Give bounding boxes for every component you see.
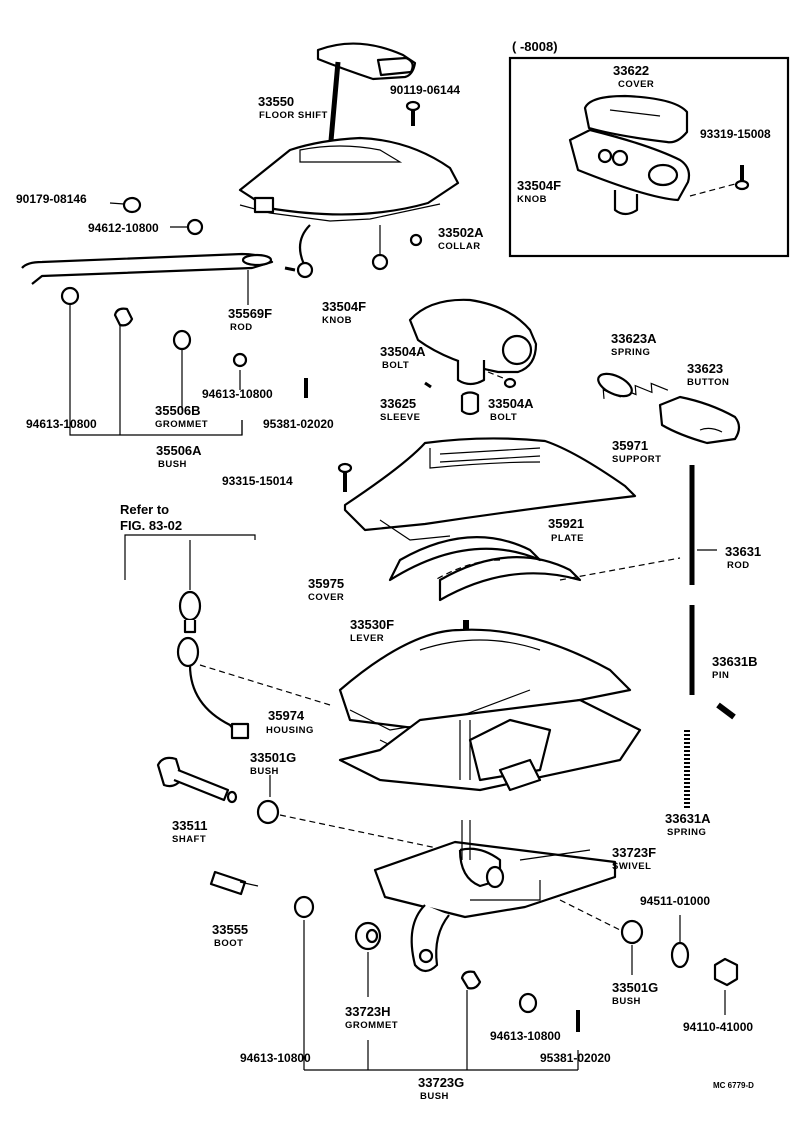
part-33631A-name: SPRING [667, 827, 706, 838]
part-35975-name: COVER [308, 592, 344, 603]
part-33504F-number: 33504F [322, 299, 366, 314]
small-parts-bottom [293, 895, 580, 1071]
part-33723G-number: 33723G [418, 1075, 464, 1090]
part-33623A-number: 33623A [611, 331, 657, 346]
part-35506B-number: 35506B [155, 403, 201, 418]
part-33511-name: SHAFT [172, 834, 206, 845]
part-35975-number: 35975 [308, 576, 344, 591]
part-33555-number: 33723F [612, 845, 656, 860]
part-33625-name: SLEEVE [380, 412, 421, 423]
part-33723F-name: BOOT [214, 938, 243, 949]
inset-part-33504F-number: 33504F [517, 178, 561, 193]
support-35971-drawing [337, 437, 637, 541]
drawing-code: MC 6779-D [713, 1081, 754, 1090]
part-35569F-name: ROD [230, 322, 253, 333]
part-94613-a-number: 94613-10800 [26, 417, 97, 431]
part-33550-number: 33550 [258, 94, 294, 109]
part-33530F-number: 33530F [350, 617, 394, 632]
part-33631-name: ROD [727, 560, 750, 571]
part-35971-number: 35971 [612, 438, 648, 453]
bulb-socket-drawing [124, 534, 331, 740]
part-35971-name: SUPPORT [612, 454, 661, 465]
part-35506A-name: BUSH [158, 459, 187, 470]
part-93315-number: 93315-15014 [222, 474, 293, 488]
part-90119-number: 90119-06144 [390, 83, 460, 97]
part-35974-number: 35974 [268, 708, 305, 723]
small-parts-left [60, 286, 308, 436]
part-33504A-b-name: BOLT [490, 412, 517, 423]
part-33504A-a-name: BOLT [382, 360, 409, 371]
part-33625-number: 33625 [380, 396, 416, 411]
inset-part-33622-name: COVER [618, 79, 654, 90]
part-33504A-b-number: 33504A [488, 396, 534, 411]
part-35921-number: 35921 [548, 516, 584, 531]
part-94613-d-number: 94613-10800 [240, 1051, 311, 1065]
knob-assembly-drawing [408, 298, 538, 416]
housing-lever-drawing [338, 620, 642, 792]
part-95381-a-number: 95381-02020 [263, 417, 334, 431]
part-33501G-a-name: BUSH [250, 766, 279, 777]
inset-box: ( -8008) [508, 39, 790, 258]
part-94110-number: 94110-41000 [683, 1020, 753, 1034]
floor-shift-drawing [109, 42, 460, 279]
part-35921-name: PLATE [551, 533, 584, 544]
part-33723H-number: 33723H [345, 1004, 391, 1019]
part-90179-number: 90179-08146 [16, 192, 87, 206]
plate-cover-drawing [388, 536, 582, 602]
part-33504F-name: KNOB [322, 315, 352, 326]
reference-line1: Refer to [120, 502, 169, 517]
part-33530F-name: LEVER [350, 633, 384, 644]
part-35506B-name: GROMMET [155, 419, 208, 430]
part-35506A-number: 35506A [156, 443, 202, 458]
part-33723F-number: 33555 [212, 922, 248, 937]
part-33511-number: 33511 [172, 818, 207, 833]
inset-part-33504F-name: KNOB [517, 194, 547, 205]
part-33502A-name: COLLAR [438, 241, 481, 252]
inset-part-93319-number: 93319-15008 [700, 127, 771, 141]
part-95381-b-number: 95381-02020 [540, 1051, 611, 1065]
part-33501G-a-number: 33501G [250, 750, 296, 765]
spring-button-drawing [597, 372, 741, 445]
part-33501G-b-name: BUSH [612, 996, 641, 1007]
part-94613-c-number: 94613-10800 [490, 1029, 561, 1043]
part-33723G-name: BUSH [420, 1091, 449, 1102]
boot-33555-drawing [373, 820, 621, 973]
part-94511-number: 94511-01000 [640, 894, 710, 908]
small-parts-right [620, 915, 739, 1015]
part-33504A-a-number: 33504A [380, 344, 426, 359]
inset-part-33622-number: 33622 [613, 63, 649, 78]
part-94613-b-number: 94613-10800 [202, 387, 273, 401]
rod-35569F-drawing [21, 252, 274, 305]
part-33623-name: BUTTON [687, 377, 729, 388]
part-35974-name: HOUSING [266, 725, 314, 736]
part-35569F-number: 35569F [228, 306, 272, 321]
part-33501G-b-number: 33501G [612, 980, 658, 995]
part-33631A-number: 33631A [665, 811, 711, 826]
part-33623-number: 33623 [687, 361, 723, 376]
part-33550-name: FLOOR SHIFT [259, 110, 328, 121]
part-33723H-name: GROMMET [345, 1020, 398, 1031]
part-94612-number: 94612-10800 [88, 221, 159, 235]
part-33631B-number: 33631B [712, 654, 758, 669]
part-33555-name: SWIVEL [612, 861, 651, 872]
part-33631B-name: PIN [712, 670, 729, 681]
part-33502A-number: 33502A [438, 225, 484, 240]
part-33623A-name: SPRING [611, 347, 650, 358]
reference-line2: FIG. 83-02 [120, 518, 182, 533]
rod-33631-drawing [559, 465, 736, 810]
inset-title: ( -8008) [512, 39, 558, 54]
lower-left-parts-drawing [156, 756, 471, 896]
part-33631-number: 33631 [725, 544, 761, 559]
